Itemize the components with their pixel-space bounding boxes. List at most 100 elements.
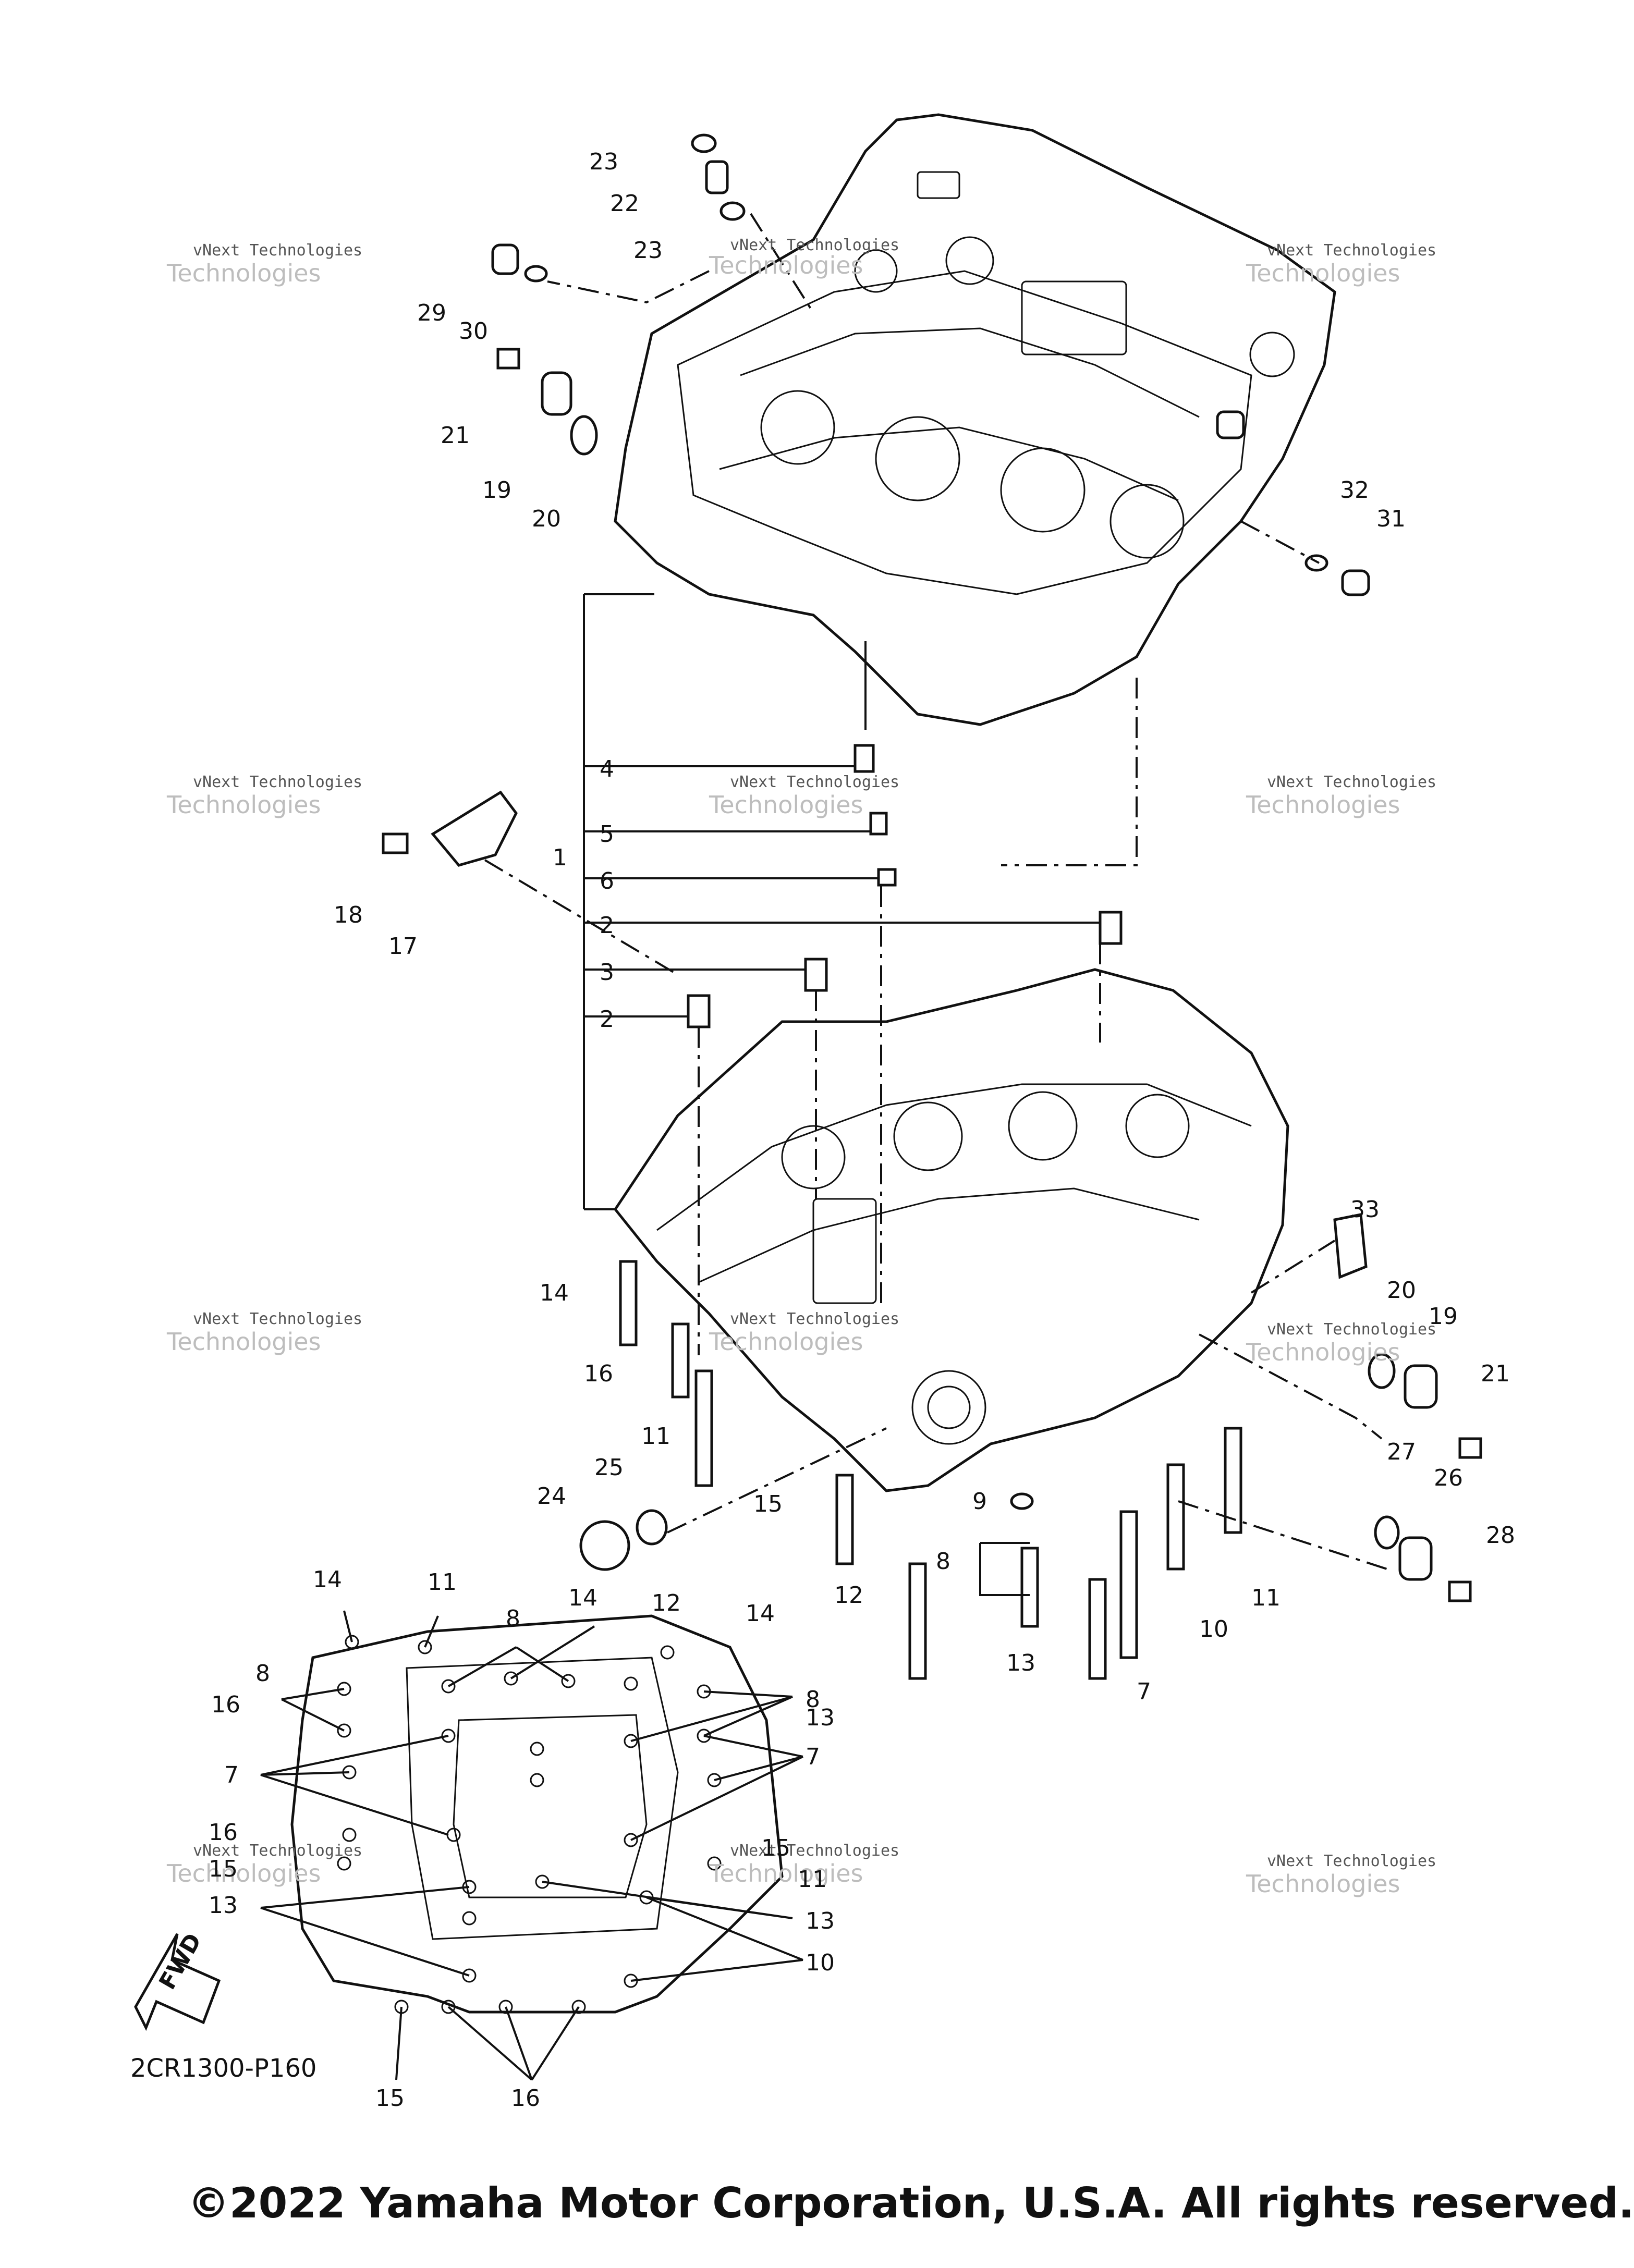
- upper-crankcase: [614, 113, 1336, 726]
- plug-29: [491, 243, 519, 275]
- dowel-3: [804, 958, 828, 992]
- oil-seal-33: [1333, 1213, 1368, 1279]
- watermark: vNext Technologies: [730, 1310, 899, 1328]
- callout-24: 24: [537, 1483, 566, 1510]
- watermark: vNext Technologies: [1267, 773, 1436, 791]
- callout-14: 14: [540, 1280, 569, 1306]
- bolts: [619, 1260, 1242, 1680]
- nozzle-4: [853, 744, 875, 773]
- callout-2: 2: [600, 912, 614, 939]
- watermark: vNext Technologies: [730, 236, 899, 254]
- bolt-21-lower: [1458, 1437, 1482, 1459]
- callout-20: 20: [532, 506, 561, 532]
- o-ring-23: [720, 201, 746, 221]
- o-ring-20-lower: [1368, 1353, 1396, 1389]
- callout-27: 27: [1387, 1439, 1416, 1465]
- watermark: Technologies: [1246, 259, 1400, 287]
- watermark: vNext Technologies: [193, 241, 362, 260]
- callout-1: 1: [553, 844, 567, 871]
- callout-28: 28: [1486, 1522, 1515, 1549]
- watermark: vNext Technologies: [730, 1842, 899, 1860]
- callout-31: 31: [1376, 506, 1406, 532]
- bolt-12: [908, 1562, 927, 1680]
- watermark: Technologies: [1246, 791, 1400, 819]
- watermark: Technologies: [166, 1328, 321, 1356]
- bolt-10: [1166, 1463, 1185, 1571]
- callout-9: 9: [972, 1488, 987, 1515]
- bolt-28: [1448, 1580, 1472, 1602]
- bolt-5: [869, 812, 888, 836]
- callout-18: 18: [334, 902, 363, 928]
- callout-8: 8: [936, 1548, 950, 1575]
- callout-16: 16: [211, 1691, 240, 1718]
- callout-22: 22: [610, 190, 639, 217]
- callout-8: 8: [806, 1686, 820, 1713]
- callout-7: 7: [806, 1744, 820, 1770]
- watermark: vNext Technologies: [730, 773, 899, 791]
- callout-13: 13: [806, 1908, 835, 1934]
- callout-16: 16: [511, 2085, 540, 2112]
- plug-22: [705, 160, 729, 194]
- watermark: Technologies: [709, 791, 863, 819]
- callout-7: 7: [1137, 1678, 1151, 1705]
- watermark: Technologies: [1246, 1870, 1400, 1898]
- callout-12: 12: [652, 1590, 681, 1616]
- small-parts: [382, 133, 1482, 1602]
- callout-11: 11: [1251, 1585, 1281, 1611]
- bolt-11-left: [694, 1369, 713, 1487]
- plug-31: [1341, 569, 1370, 596]
- callout-15: 15: [375, 2085, 405, 2112]
- watermark: Technologies: [166, 1859, 321, 1887]
- watermark: vNext Technologies: [193, 1842, 362, 1860]
- callout-11: 11: [428, 1569, 457, 1596]
- bolt-18: [382, 832, 409, 854]
- callout-20: 20: [1387, 1277, 1416, 1304]
- watermark: Technologies: [166, 259, 321, 287]
- callout-17: 17: [388, 933, 418, 960]
- callout-30: 30: [459, 318, 488, 345]
- callout-4: 4: [600, 756, 614, 782]
- callout-21: 21: [441, 422, 470, 449]
- callout-5: 5: [600, 821, 614, 848]
- bolt-11-right: [1224, 1427, 1242, 1534]
- dowel-2-left: [687, 994, 711, 1028]
- callout-13: 13: [209, 1892, 238, 1919]
- fwd-arrow: FWD: [134, 1929, 221, 2031]
- watermark: Technologies: [1246, 1338, 1400, 1366]
- callout-10: 10: [806, 1950, 835, 1976]
- o-ring-25: [636, 1509, 668, 1546]
- bolt-21-upper: [496, 348, 520, 370]
- leader-lines: [260, 213, 1387, 2081]
- dowel-2-right: [1099, 911, 1123, 945]
- callout-23: 23: [633, 237, 663, 264]
- bolt-14: [619, 1260, 638, 1346]
- callout-15: 15: [761, 1835, 790, 1861]
- bolt-7: [1119, 1510, 1138, 1659]
- plate-17: [431, 790, 518, 867]
- callout-3: 3: [600, 959, 614, 986]
- watermark: vNext Technologies: [193, 1310, 362, 1328]
- callout-2: 2: [600, 1006, 614, 1033]
- o-ring-23-top: [691, 133, 717, 153]
- plug-24: [579, 1520, 630, 1571]
- o-ring-9: [1010, 1492, 1034, 1510]
- watermark: vNext Technologies: [1267, 1852, 1436, 1870]
- callout-23: 23: [589, 149, 618, 175]
- callout-33: 33: [1350, 1196, 1380, 1223]
- callout-12: 12: [834, 1582, 863, 1609]
- callout-25: 25: [594, 1454, 624, 1481]
- bolt-16: [671, 1322, 690, 1399]
- callout-19: 19: [482, 477, 511, 504]
- watermark: vNext Technologies: [193, 773, 362, 791]
- callout-15: 15: [753, 1491, 783, 1517]
- lower-crankcase: [613, 968, 1289, 1492]
- callout-6: 6: [600, 868, 614, 894]
- watermark: Technologies: [709, 1328, 863, 1356]
- callout-14: 14: [746, 1600, 775, 1627]
- callout-19: 19: [1429, 1303, 1458, 1330]
- callout-21: 21: [1481, 1360, 1510, 1387]
- callout-29: 29: [417, 300, 446, 326]
- callout-14: 14: [568, 1585, 597, 1611]
- watermark: vNext Technologies: [1267, 241, 1436, 260]
- callout-13: 13: [806, 1705, 835, 1731]
